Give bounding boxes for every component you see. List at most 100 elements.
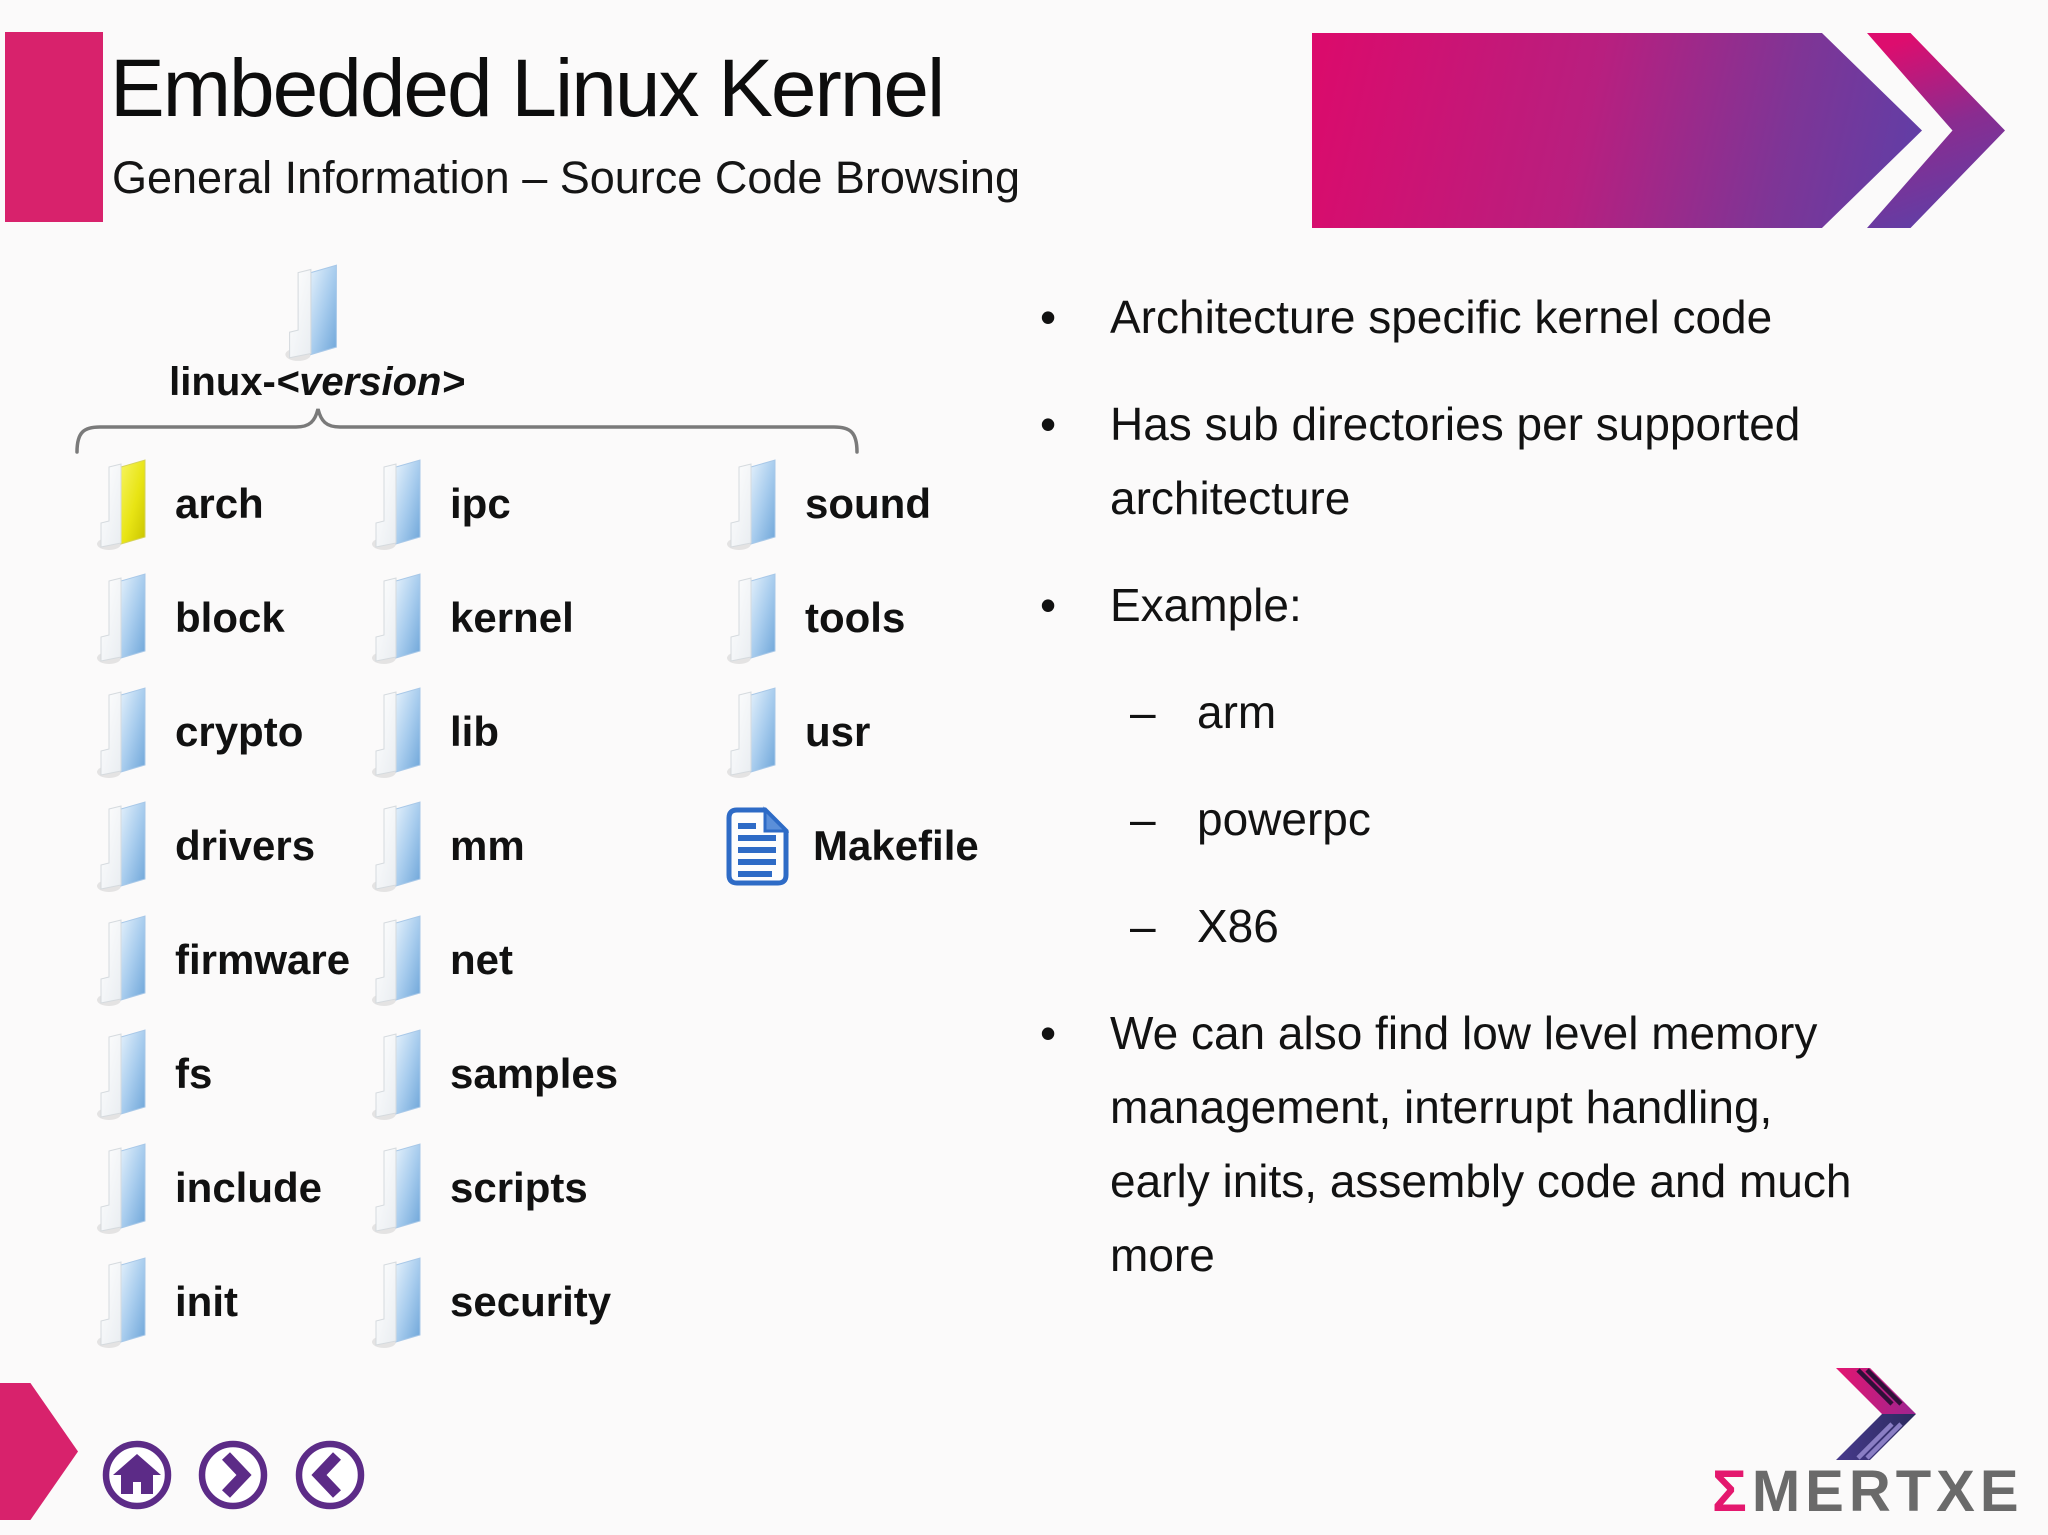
tree-item-folder: drivers — [95, 799, 315, 893]
bullet-marker: • — [1040, 579, 1057, 631]
tree-item-folder: crypto — [95, 685, 303, 779]
tree-brace — [75, 408, 859, 454]
tree-item-label: arch — [175, 480, 264, 527]
folder-icon — [97, 1029, 146, 1120]
bullet-text: We can also find low level memory manage… — [1110, 1007, 1852, 1281]
dash-marker: – — [1130, 686, 1156, 738]
bullet-marker: • — [1040, 1007, 1057, 1059]
tree-item-label: kernel — [450, 594, 574, 641]
logo-text: MERTXE — [1751, 1459, 2024, 1524]
tree-item-label: mm — [450, 822, 525, 869]
folder-icon — [372, 915, 421, 1006]
tree-item-label: firmware — [175, 936, 351, 983]
folder-icon — [372, 573, 421, 664]
tree-item-label: sound — [805, 480, 931, 527]
tree-item-folder: samples — [370, 1027, 618, 1121]
makefile-icon — [726, 806, 789, 886]
title-accent-bar — [5, 32, 103, 222]
root-label-prefix: linux- — [169, 360, 276, 404]
folder-icon — [97, 687, 146, 778]
tree-item-folder: kernel — [370, 571, 574, 665]
tree-item-folder: net — [370, 913, 513, 1007]
tree-item-label: lib — [450, 708, 499, 755]
bullet-marker: • — [1040, 398, 1057, 450]
previous-button[interactable] — [293, 1438, 367, 1512]
tree-item-folder: init — [95, 1255, 238, 1349]
tree-item-file: Makefile — [725, 799, 979, 893]
bullet-text: X86 — [1197, 900, 1279, 952]
folder-icon — [372, 687, 421, 778]
page-subtitle: General Information – Source Code Browsi… — [112, 152, 1020, 203]
tree-item-folder: fs — [95, 1027, 212, 1121]
bullet-text: Has sub directories per supported archit… — [1110, 398, 1801, 524]
tree-item-label: drivers — [175, 822, 316, 869]
tree-item-folder: scripts — [370, 1141, 588, 1235]
banner-arrow-graphic — [1312, 33, 1922, 228]
tree-item-folder: ipc — [370, 457, 511, 551]
folder-icon — [97, 573, 146, 664]
bullet-item: • We can also find low level memory manag… — [1040, 996, 1970, 1292]
tree-item-label: scripts — [450, 1164, 588, 1211]
root-folder-label: linux-<version> — [169, 360, 465, 405]
folder-icon — [97, 1257, 146, 1348]
folder-icon — [727, 687, 776, 778]
tree-item-folder: firmware — [95, 913, 350, 1007]
next-button[interactable] — [196, 1438, 270, 1512]
bullet-list: • Architecture specific kernel code • Has s… — [1040, 280, 1970, 1325]
folder-yellow-icon — [97, 459, 146, 550]
bullet-text: Example: — [1110, 579, 1302, 631]
sub-bullet-item: –arm — [1130, 675, 1970, 749]
bullet-text: arm — [1197, 686, 1277, 738]
tree-item-folder: include — [95, 1141, 322, 1235]
tree-item-folder: arch — [95, 457, 264, 551]
tree-item-label: block — [175, 594, 285, 641]
tree-item-label: net — [450, 936, 513, 983]
bullet-text: powerpc — [1197, 793, 1371, 845]
tree-item-label: init — [175, 1278, 238, 1325]
emertxe-logo: ΣMERTXE — [1712, 1458, 2024, 1525]
tree-item-label: tools — [805, 594, 906, 641]
next-icon — [198, 1440, 268, 1510]
tree-item-label: fs — [175, 1050, 213, 1097]
tree-item-label: samples — [450, 1050, 619, 1097]
sub-bullet-item: –X86 — [1130, 889, 1970, 963]
tree-item-folder: mm — [370, 799, 525, 893]
folder-icon — [727, 459, 776, 550]
bullet-marker: • — [1040, 291, 1057, 343]
folder-icon — [97, 915, 146, 1006]
folder-icon — [372, 801, 421, 892]
bullet-item: • Architecture specific kernel code — [1040, 280, 1970, 354]
tree-item-label: crypto — [175, 708, 304, 755]
folder-icon — [727, 573, 776, 664]
footer-arrow-graphic — [0, 1383, 78, 1520]
bullet-item: • Has sub directories per supported archi… — [1040, 387, 1970, 535]
folder-icon — [372, 1257, 421, 1348]
folder-icon — [372, 1143, 421, 1234]
page-title: Embedded Linux Kernel — [110, 43, 945, 134]
logo-sigma: Σ — [1712, 1459, 1752, 1524]
root-label-version: <version> — [275, 360, 465, 404]
tree-item-label: security — [450, 1278, 612, 1325]
folder-icon — [97, 1143, 146, 1234]
tree-item-label: Makefile — [813, 822, 979, 869]
tree-item-label: include — [175, 1164, 323, 1211]
tree-item-folder: security — [370, 1255, 611, 1349]
logo-chevron-icon — [1836, 1368, 1920, 1467]
tree-item-folder: sound — [725, 457, 931, 551]
dash-marker: – — [1130, 900, 1156, 952]
home-button[interactable] — [100, 1438, 174, 1512]
folder-icon — [97, 801, 146, 892]
root-folder-icon — [277, 262, 349, 367]
dash-marker: – — [1130, 793, 1156, 845]
tree-item-label: usr — [805, 708, 871, 755]
home-icon — [102, 1440, 172, 1510]
tree-item-folder: usr — [725, 685, 870, 779]
tree-item-label: ipc — [450, 480, 511, 527]
tree-item-folder: block — [95, 571, 285, 665]
folder-icon — [372, 1029, 421, 1120]
tree-item-folder: tools — [725, 571, 905, 665]
previous-icon — [295, 1440, 365, 1510]
bullet-text: Architecture specific kernel code — [1110, 291, 1773, 343]
folder-icon — [372, 459, 421, 550]
